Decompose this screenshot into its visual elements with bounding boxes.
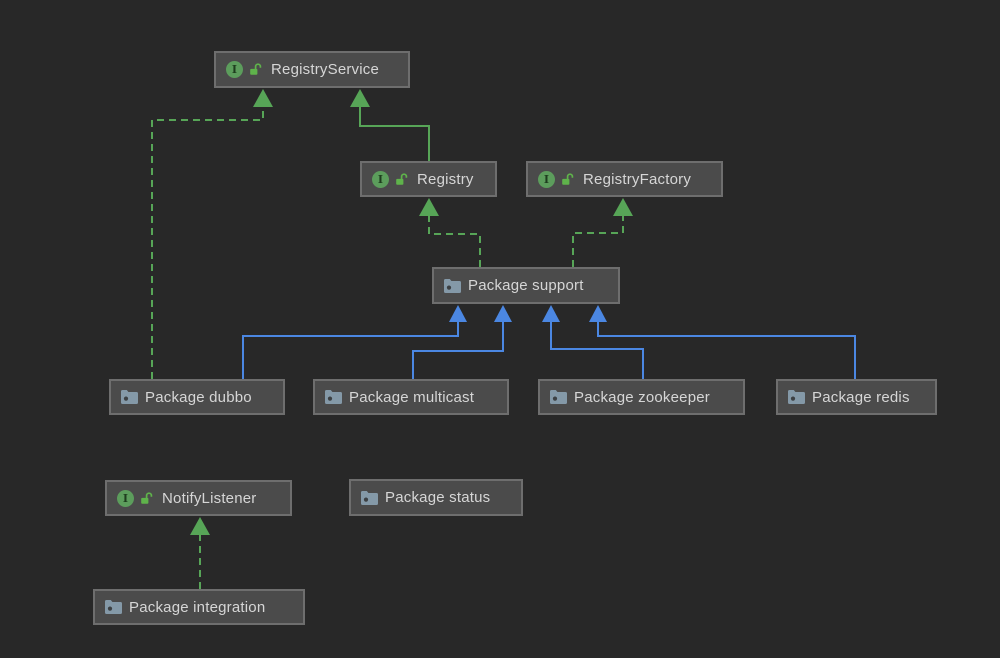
package-icon — [121, 390, 138, 404]
node-label: Package status — [385, 489, 491, 506]
interface-icon: I — [117, 489, 134, 507]
node-label: RegistryFactory — [583, 170, 692, 188]
edge-package-support-to-registryfactory[interactable] — [572, 198, 633, 267]
node-label: Package integration — [129, 598, 266, 616]
node-registry[interactable]: I Registry — [360, 161, 497, 197]
node-label: Registry — [417, 170, 474, 188]
edge-package-multicast-to-package-support[interactable] — [412, 305, 512, 379]
package-icon — [325, 390, 342, 404]
lock-icon — [249, 63, 262, 76]
package-icon — [105, 600, 122, 614]
edge-package-redis-to-package-support[interactable] — [589, 305, 856, 379]
package-icon — [550, 390, 567, 404]
node-label: Package zookeeper — [574, 388, 710, 406]
interface-icon: I — [226, 61, 243, 78]
node-label: Package dubbo — [145, 388, 252, 406]
edge-package-dubbo-to-package-support[interactable] — [242, 305, 467, 379]
edge-package-integration-to-notifylistener[interactable] — [190, 517, 210, 589]
node-package-support[interactable]: Package support — [432, 267, 620, 304]
node-package-zookeeper[interactable]: Package zookeeper — [538, 379, 745, 415]
node-registry-factory[interactable]: I RegistryFactory — [526, 161, 723, 197]
lock-icon — [395, 172, 408, 186]
node-package-status[interactable]: Package status — [349, 479, 523, 516]
edge-registry-to-registryservice[interactable] — [350, 89, 430, 161]
node-package-redis[interactable]: Package redis — [776, 379, 937, 415]
package-icon — [788, 390, 805, 404]
node-label: NotifyListener — [162, 489, 257, 507]
edge-package-zookeeper-to-package-support[interactable] — [542, 305, 644, 379]
node-label: RegistryService — [271, 61, 380, 78]
node-registry-service[interactable]: I RegistryService — [214, 51, 410, 88]
lock-icon — [140, 491, 153, 505]
node-label: Package support — [468, 277, 584, 294]
package-icon — [444, 278, 461, 293]
edge-package-support-to-registry[interactable] — [419, 198, 481, 267]
interface-icon: I — [372, 170, 389, 188]
node-label: Package multicast — [349, 388, 475, 406]
edge-package-dubbo-to-registryservice[interactable] — [151, 89, 273, 379]
node-package-integration[interactable]: Package integration — [93, 589, 305, 625]
node-notify-listener[interactable]: I NotifyListener — [105, 480, 292, 516]
lock-icon — [561, 172, 574, 186]
interface-icon: I — [538, 170, 555, 188]
node-package-dubbo[interactable]: Package dubbo — [109, 379, 285, 415]
package-icon — [361, 490, 378, 505]
node-package-multicast[interactable]: Package multicast — [313, 379, 509, 415]
node-label: Package redis — [812, 388, 910, 406]
